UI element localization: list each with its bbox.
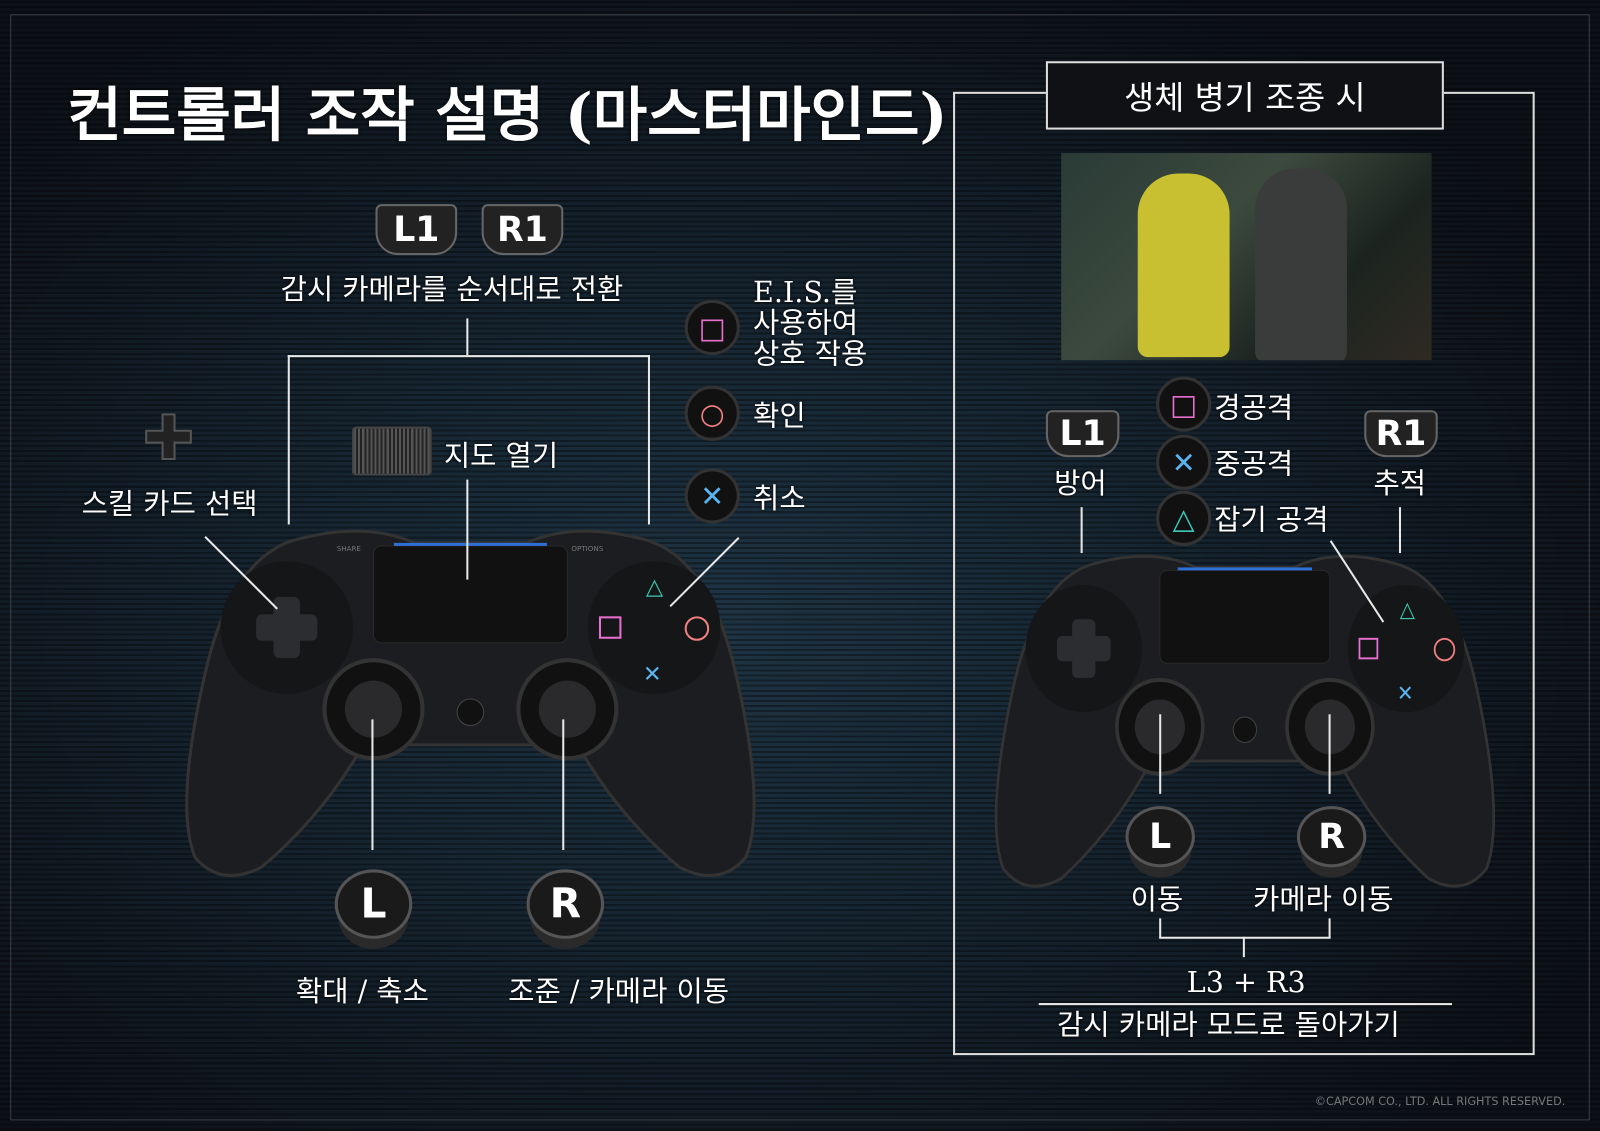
frame [10,14,1590,1121]
r1-button-icon: R1 [1364,410,1438,458]
dpad-label: 스킬 카드 선택 [81,486,258,521]
square-label-line: 사용하여 [753,306,859,340]
connector-line [1159,936,1331,939]
square-icon [598,616,622,639]
character-figure [1255,168,1347,361]
dpad-icon: ✚ [142,402,195,475]
cross-icon: ✕ [1397,681,1414,706]
panel-header: 생체 병기 조종 시 [1045,61,1444,130]
r-stick-icon: R [526,869,605,939]
page-title: 컨트롤러 조작 설명 (마스터마인드) [67,80,948,150]
combo-label: 감시 카메라 모드로 돌아가기 [1057,1008,1400,1042]
cross-button-icon: ✕ [684,468,740,524]
square-label: 경공격 [1214,390,1294,425]
cross-button-icon: ✕ [1156,434,1212,490]
l1-r1-label: 감시 카메라를 순서대로 전환 [280,272,624,307]
l-stick-label: 이동 [1130,882,1184,917]
square-label-line: E.I.S.를 [753,275,858,310]
r-stick-label: 조준 / 카메라 이동 [508,974,730,1009]
r1-label: 추적 [1373,466,1427,500]
character-figure [1137,173,1230,358]
square-button-icon: □ [684,299,740,356]
triangle-label: 잡기 공격 [1214,503,1329,537]
touchpad-icon [352,426,432,476]
r-stick-label: 카메라 이동 [1253,882,1394,917]
l1-label: 방어 [1054,466,1107,500]
connector-line [466,318,469,356]
connector-line [1159,714,1162,794]
square-label-line: 상호 작용 [753,336,868,371]
square-icon [1358,637,1379,660]
connector-line [1159,918,1162,938]
connector-line [1242,936,1245,958]
connector-line [466,479,469,580]
circle-label: 확인 [753,398,806,433]
l-stick-icon: L [334,869,413,939]
connector-line [287,355,290,525]
l-stick-label: 확대 / 축소 [295,974,429,1009]
square-label: E.I.S.를 사용하여 상호 작용 [753,275,868,371]
r-stick-icon: R [1296,806,1367,868]
right-controller-image: △ ✕ [990,546,1500,898]
divider [1038,1003,1453,1006]
touchpad-label: 지도 열기 [443,438,559,473]
circle-icon [684,616,710,641]
cross-label: 중공격 [1214,446,1294,481]
connector-line [1080,507,1083,554]
triangle-button-icon: △ [1156,490,1212,546]
square-button-icon: □ [1156,376,1212,432]
connector-line [287,355,650,358]
cross-label: 취소 [753,481,806,516]
combo-buttons: L3 + R3 [1186,965,1306,999]
share-label: SHARE [337,544,362,553]
left-controller-image: SHARE OPTIONS △ ✕ [179,520,763,887]
connector-line [1398,507,1402,554]
connector-line [1328,714,1331,794]
l1-button-icon: L1 [1045,410,1120,458]
triangle-icon: △ [646,574,664,600]
copyright: ©CAPCOM CO., LTD. ALL RIGHTS RESERVED. [1314,1094,1566,1109]
circle-button-icon: ○ [684,385,740,441]
l-stick-icon: L [1125,806,1195,868]
gameplay-screenshot [1061,153,1432,361]
l1-button-icon: L1 [375,204,458,256]
circle-icon [1433,637,1456,662]
r1-button-icon: R1 [481,204,564,256]
connector-line [647,355,650,525]
cross-icon: ✕ [643,662,662,688]
triangle-icon: △ [1400,597,1415,622]
connector-line [1328,918,1331,938]
connector-line [562,719,565,850]
options-label: OPTIONS [571,544,603,553]
connector-line [371,719,374,850]
